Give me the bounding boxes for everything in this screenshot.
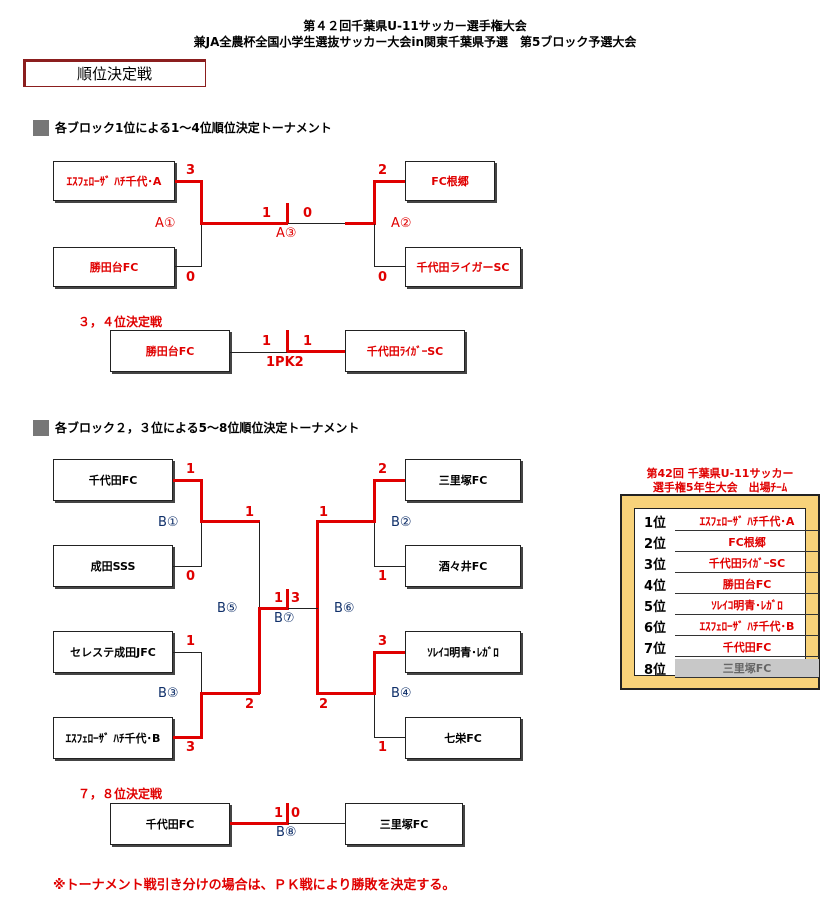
title-line-1: 第４２回千葉県U-11サッカー選手権大会 — [303, 19, 527, 33]
t4-team-1: 千代田FC — [110, 803, 230, 845]
rank-label: 1位 — [643, 515, 667, 531]
t4-score-2: 0 — [291, 806, 301, 821]
square-bullet-icon — [33, 419, 49, 436]
t3-score-7: 3 — [378, 634, 388, 649]
t4-score-1: 1 — [274, 806, 284, 821]
rank-team: 千代田FC — [675, 638, 819, 657]
t4-label-b8: B⑧ — [276, 825, 297, 840]
panel-title-1: 第42回 千葉県U-11サッカー — [646, 467, 794, 480]
title-line-2: 兼JA全農杯全国小学生選抜サッカー大会in関東千葉県予選 第5ブロック予選大会 — [193, 35, 637, 49]
t3-final-score-2: 3 — [291, 591, 301, 606]
section-2-heading: 各ブロック２，３位による5～8位順位決定トーナメント — [33, 419, 359, 436]
rank-label: 8位 — [643, 662, 667, 678]
standings-table: 1位 ｴｽﾌｪﾛｰｻﾞ ﾊﾁ千代･A 2位 FC根郷 3位千代田ﾗｲｶﾞｰSC 4位… — [634, 508, 819, 678]
t2-title: ３，４位決定戦 — [78, 315, 163, 329]
rank-label: 4位 — [643, 578, 667, 594]
t4-team-2: 三里塚FC — [345, 803, 463, 845]
t3-score-2: 0 — [186, 569, 196, 584]
t3-round2-score-2: 2 — [245, 697, 255, 712]
rank-team: ｴｽﾌｪﾛｰｻﾞ ﾊﾁ千代･B — [675, 617, 819, 636]
t1-final-score-2: 0 — [303, 206, 313, 221]
t2-pk-result: 1PK2 — [266, 355, 304, 370]
t1-team-2: 勝田台FC — [53, 247, 175, 287]
square-bullet-icon — [33, 119, 49, 136]
t1-score-1: 3 — [186, 163, 196, 178]
t4-title: ７，８位決定戦 — [78, 787, 163, 801]
standings-row: 4位勝田台FC — [635, 574, 819, 594]
t3-label-b6: B⑥ — [334, 601, 355, 616]
section-1-heading: 各ブロック1位による1～4位順位決定トーナメント — [33, 119, 332, 136]
t1-team-1: ｴｽﾌｪﾛｰｻﾞ ﾊﾁ千代･A — [53, 161, 175, 201]
t3-score-6: 1 — [378, 569, 388, 584]
t3-team-2: 成田SSS — [53, 545, 173, 587]
standings-row: 5位 ｿﾚｲｺ明青･ﾚｶﾞﾛ — [635, 595, 819, 615]
t2-team-2-label: 千代田ﾗｲｶﾞｰSC — [366, 345, 444, 358]
t2-team-1-label: 勝田台FC — [145, 345, 195, 358]
t3-score-5: 2 — [378, 462, 388, 477]
rank-label: 7位 — [643, 641, 667, 657]
t3-score-1: 1 — [186, 462, 196, 477]
section-1-title: 各ブロック1位による1～4位順位決定トーナメント — [55, 121, 332, 135]
t1-score-4: 0 — [378, 270, 388, 285]
rank-team: 三里塚FC — [675, 658, 819, 678]
rank-team: ｿﾚｲｺ明青･ﾚｶﾞﾛ — [675, 596, 819, 615]
t2-score-1: 1 — [262, 334, 272, 349]
t1-label-a2: A② — [391, 216, 412, 231]
t3-team-4: ｴｽﾌｪﾛｰｻﾞ ﾊﾁ千代･B — [53, 717, 173, 759]
standings-row: 1位 ｴｽﾌｪﾛｰｻﾞ ﾊﾁ千代･A — [635, 511, 819, 531]
t3-team-1: 千代田FC — [53, 459, 173, 501]
t3-score-4: 3 — [186, 740, 196, 755]
t3-team-7: ｿﾚｲｺ明青･ﾚｶﾞﾛ — [405, 631, 521, 673]
rank-team: 勝田台FC — [675, 575, 819, 594]
standings-panel: 1位 ｴｽﾌｪﾛｰｻﾞ ﾊﾁ千代･A 2位 FC根郷 3位千代田ﾗｲｶﾞｰSC 4位… — [620, 494, 820, 690]
t3-team-3: セレステ成田JFC — [53, 631, 173, 673]
t3-round2-score-3: 1 — [319, 505, 329, 520]
rank-team: ｴｽﾌｪﾛｰｻﾞ ﾊﾁ千代･A — [675, 512, 819, 531]
t3-label-b1: B① — [158, 515, 179, 530]
standings-row: 7位千代田FC — [635, 637, 819, 657]
t1-label-a3: A③ — [276, 226, 297, 241]
section-tag: 順位決定戦 — [23, 59, 206, 87]
rank-team: 千代田ﾗｲｶﾞｰSC — [675, 554, 819, 573]
t1-score-2: 0 — [186, 270, 196, 285]
t2-team-2: 千代田ﾗｲｶﾞｰSC — [345, 330, 465, 372]
t3-round2-score-4: 2 — [319, 697, 329, 712]
rank-team: FC根郷 — [675, 533, 819, 552]
t3-team-8: 七栄FC — [405, 717, 521, 759]
t2-team-1: 勝田台FC — [110, 330, 230, 372]
t1-score-3: 2 — [378, 163, 388, 178]
t3-final-score-1: 1 — [274, 591, 284, 606]
t2-score-2: 1 — [303, 334, 313, 349]
t3-team-5: 三里塚FC — [405, 459, 521, 501]
rank-label: 6位 — [643, 620, 667, 636]
t1-team-3: FC根郷 — [405, 161, 495, 201]
rank-label: 3位 — [643, 557, 667, 573]
standings-row: 3位千代田ﾗｲｶﾞｰSC — [635, 553, 819, 573]
standings-row: 2位 FC根郷 — [635, 532, 819, 552]
standings-row: 6位 ｴｽﾌｪﾛｰｻﾞ ﾊﾁ千代･B — [635, 616, 819, 636]
note-text: ※トーナメント戦引き分けの場合は、ＰＫ戦により勝敗を決定する。 — [53, 878, 456, 893]
t3-round2-score-1: 1 — [245, 505, 255, 520]
t1-final-score-1: 1 — [262, 206, 272, 221]
t3-score-8: 1 — [378, 740, 388, 755]
rank-label: 5位 — [643, 599, 667, 615]
t3-label-b5: B⑤ — [217, 601, 238, 616]
t3-label-b7: B⑦ — [274, 611, 295, 626]
t3-label-b3: B③ — [158, 686, 179, 701]
section-2-title: 各ブロック２，３位による5～8位順位決定トーナメント — [55, 421, 360, 435]
t3-label-b2: B② — [391, 515, 412, 530]
t3-label-b4: B④ — [391, 686, 412, 701]
rank-label: 2位 — [643, 536, 667, 552]
t1-label-a1: A① — [155, 216, 176, 231]
standings-row: 8位三里塚FC — [635, 658, 819, 678]
t3-score-3: 1 — [186, 634, 196, 649]
panel-title-2: 選手権5年生大会 出場ﾁｰﾑ — [652, 481, 788, 494]
t3-team-6: 酒々井FC — [405, 545, 521, 587]
t1-team-4: 千代田ライガーSC — [405, 247, 521, 287]
